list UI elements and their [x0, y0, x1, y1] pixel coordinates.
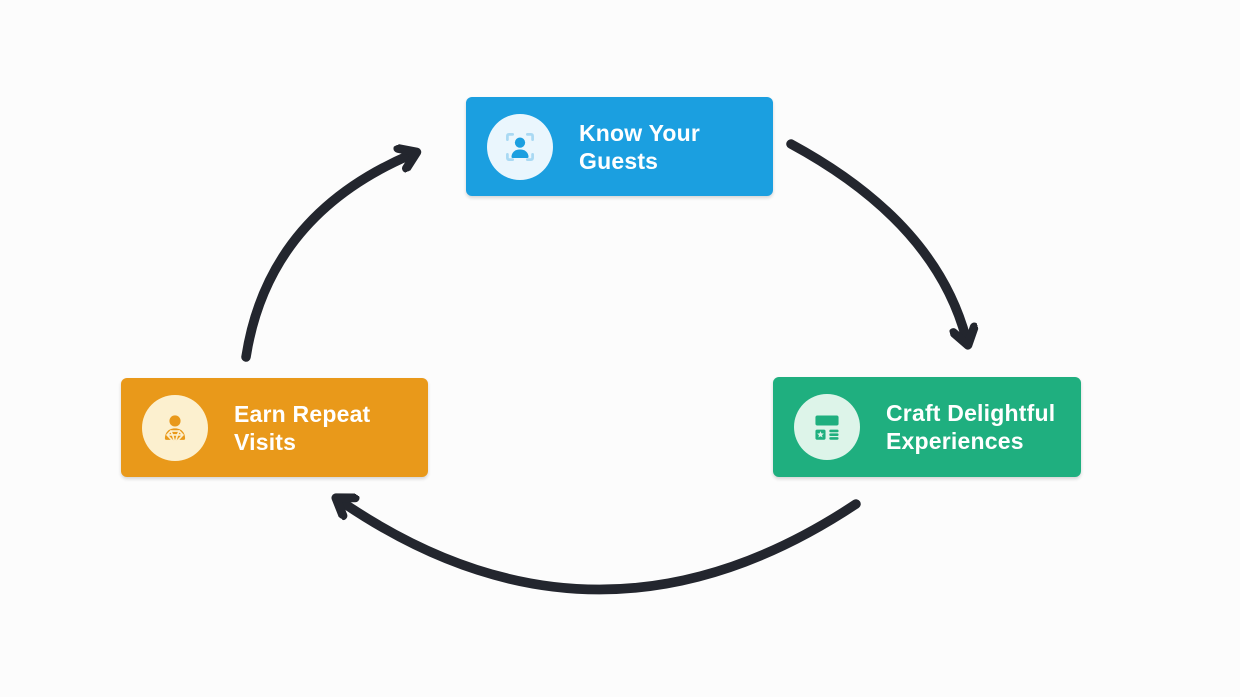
- guest-profile-icon: [506, 132, 534, 161]
- label-line: Know Your: [579, 119, 701, 146]
- node-earn-repeat-visits: Earn Repeat Visits: [121, 378, 428, 477]
- node-craft-delightful-experiences: Craft Delightful Experiences: [773, 377, 1081, 477]
- loyal-guest-gem-icon-circle: [142, 394, 208, 461]
- arrow-earn-to-know: [241, 155, 410, 362]
- guest-profile-icon-circle: [487, 113, 553, 180]
- arrow-craft-to-earn: [342, 502, 861, 595]
- person-silhouette: [511, 136, 529, 158]
- label-line: Experiences: [886, 428, 1024, 454]
- experience-card-icon-circle: [794, 394, 860, 460]
- label-line: Visits: [234, 428, 297, 455]
- label-line: Guests: [579, 147, 659, 174]
- loyal-guest-gem-icon: [164, 414, 186, 444]
- label-line: Earn Repeat: [234, 400, 371, 427]
- node-label-earn-repeat-visits: Earn Repeat Visits: [234, 400, 370, 456]
- label-line: Craft Delightful: [886, 400, 1056, 426]
- star-glyph: [817, 431, 824, 438]
- arrow-know-to-craft: [786, 139, 966, 338]
- node-know-your-guests: Know Your Guests: [466, 97, 773, 196]
- face-frame-brackets: [506, 132, 534, 161]
- node-label-know-your-guests: Know Your Guests: [579, 119, 700, 175]
- experience-card-icon: [815, 415, 839, 440]
- node-label-craft-delightful-experiences: Craft Delightful Experiences: [886, 399, 1055, 455]
- gem-glyph: [166, 429, 184, 444]
